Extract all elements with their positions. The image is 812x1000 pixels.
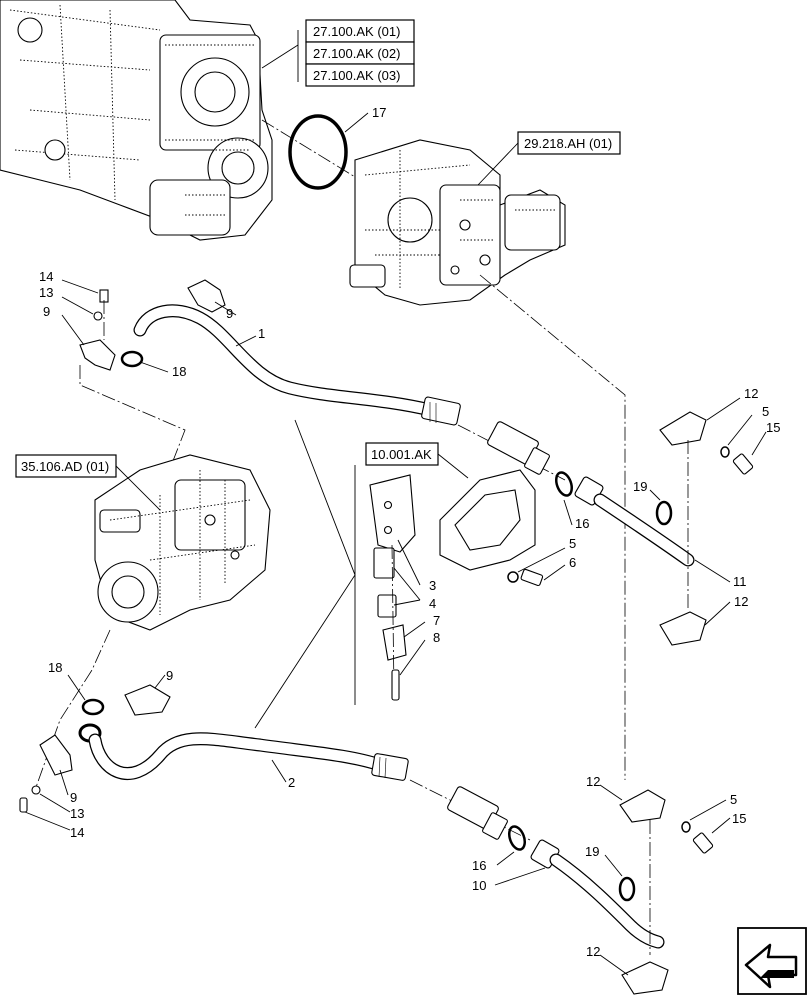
bracket-assembly: 10.001.AK 3 4 7 8: [254, 419, 536, 729]
callout-number-9: 9: [43, 304, 50, 319]
lower-pump-reference[interactable]: 35.106.AD (01): [15, 454, 161, 511]
hydraulic-pump-illustration: [349, 139, 566, 306]
callout-number-11: 11: [733, 574, 747, 589]
lower-flange-clamp: 18 9 9 13 14: [19, 629, 173, 840]
callout-number-12: 12: [744, 386, 758, 401]
drive-reference-1[interactable]: 27.100.AK (01): [305, 19, 415, 43]
reference-label: 27.100.AK (03): [313, 68, 400, 83]
callout-number-18: 18: [48, 660, 62, 675]
drive-reference-3[interactable]: 27.100.AK (03): [305, 63, 415, 87]
callout-number-13: 13: [70, 806, 84, 821]
callout-number-7: 7: [433, 613, 440, 628]
callout-number-15: 15: [766, 420, 780, 435]
lower-fitting-assembly: 16: [409, 779, 531, 873]
drive-reference-group: 27.100.AK (01) 27.100.AK (02) 27.100.AK …: [261, 19, 415, 87]
upper-tube-11: 11: [574, 476, 747, 589]
callout-number-5: 5: [762, 404, 769, 419]
callout-number-10: 10: [472, 878, 486, 893]
upper-right-clamp: 12 5 15 12: [659, 386, 780, 646]
callout-number-16: 16: [472, 858, 486, 873]
lower-right-clamp: 12 5 15 12: [586, 774, 746, 995]
callout-number-18: 18: [172, 364, 186, 379]
callout-number-4: 4: [429, 596, 436, 611]
drive-reference-2[interactable]: 27.100.AK (02): [305, 41, 415, 65]
callout-number-12: 12: [586, 944, 600, 959]
previous-page-arrow-icon[interactable]: [737, 927, 807, 995]
bracket-reference[interactable]: 10.001.AK: [365, 442, 469, 479]
drive-housing-illustration: [0, 0, 273, 241]
reference-label: 10.001.AK: [371, 447, 432, 462]
o-ring-19-lower: 19: [585, 844, 636, 902]
upper-fitting-assembly: 16: [457, 421, 589, 531]
callout-number-17: 17: [372, 105, 386, 120]
callout-number-19: 19: [585, 844, 599, 859]
reference-label: 35.106.AD (01): [21, 459, 109, 474]
lower-pump-illustration: [94, 454, 271, 631]
callout-number-15: 15: [732, 811, 746, 826]
lower-pipe-2: 2: [88, 732, 409, 790]
bracket-bolt: 5 6: [507, 536, 576, 587]
reference-label: 29.218.AH (01): [524, 136, 612, 151]
callout-number-6: 6: [569, 555, 576, 570]
callout-number-12: 12: [734, 594, 748, 609]
callout-number-9: 9: [166, 668, 173, 683]
callout-number-19: 19: [633, 479, 647, 494]
callout-number-1: 1: [258, 326, 265, 341]
lower-tube-10: 10: [472, 839, 665, 949]
callout-number-5: 5: [730, 792, 737, 807]
callout-number-14: 14: [39, 269, 53, 284]
callout-number-9: 9: [70, 790, 77, 805]
upper-pipe-1: 1: [133, 304, 461, 426]
o-ring-19-upper: 19: [633, 479, 673, 526]
callout-number-14: 14: [70, 825, 84, 840]
o-ring-17: 17: [261, 105, 386, 190]
callout-number-5: 5: [569, 536, 576, 551]
pump-reference[interactable]: 29.218.AH (01): [477, 131, 621, 186]
reference-label: 27.100.AK (02): [313, 46, 400, 61]
callout-number-12: 12: [586, 774, 600, 789]
callout-number-2: 2: [288, 775, 295, 790]
callout-number-8: 8: [433, 630, 440, 645]
callout-number-13: 13: [39, 285, 53, 300]
callout-number-3: 3: [429, 578, 436, 593]
callout-number-9: 9: [226, 306, 233, 321]
callout-number-16: 16: [575, 516, 589, 531]
reference-label: 27.100.AK (01): [313, 24, 400, 39]
